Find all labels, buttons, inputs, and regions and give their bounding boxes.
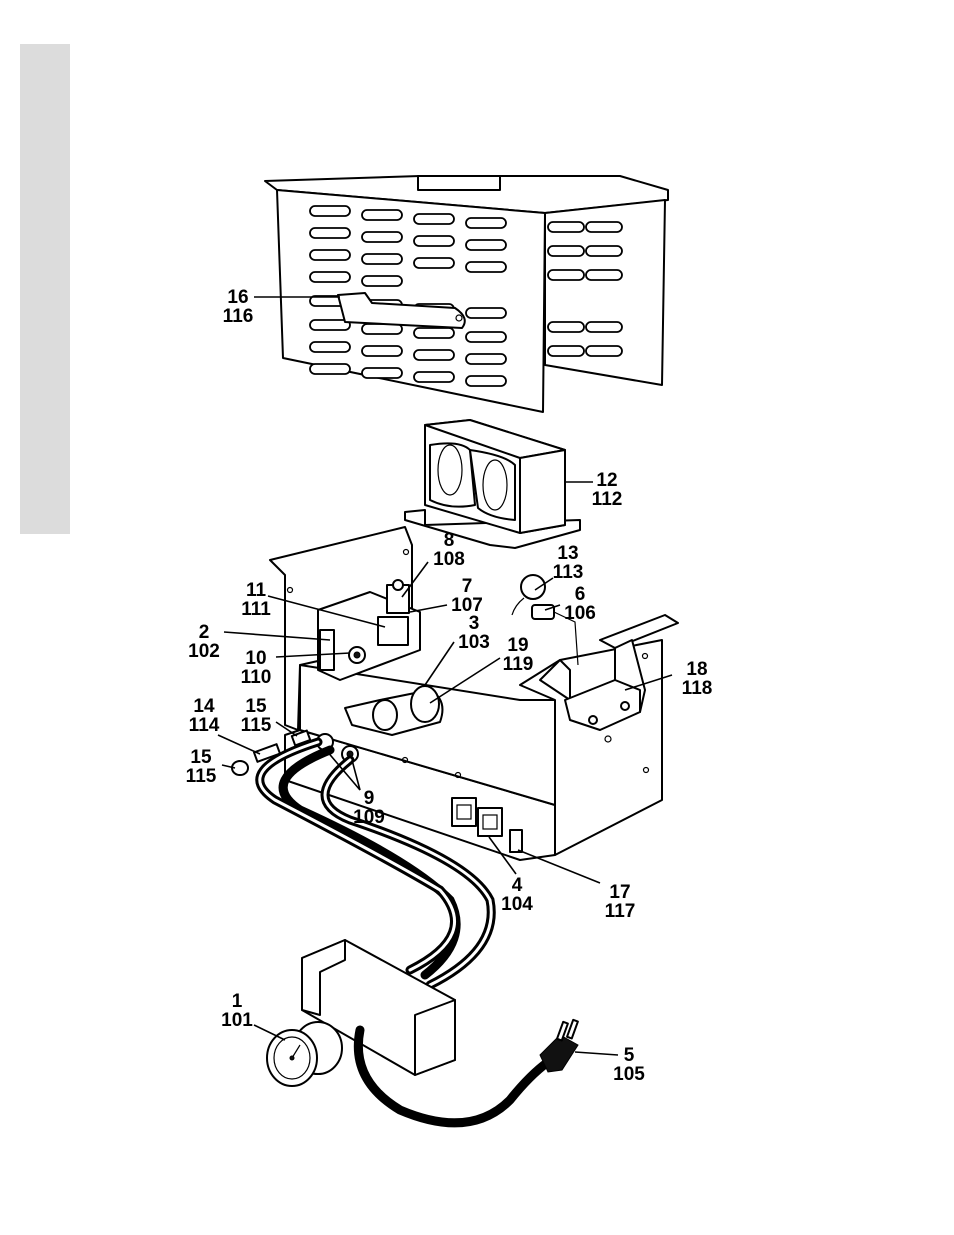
vent-slot [548,270,584,280]
vent-slot [466,332,506,342]
vent-slot [414,236,454,246]
meter-housing [302,940,548,1123]
vent-slot [586,270,622,280]
vent-slot [414,350,454,360]
ammeter-gauge [267,1022,342,1086]
vent-slot [362,232,402,242]
vent-slot [466,308,506,318]
vent-slot [414,258,454,268]
vent-slot [548,246,584,256]
vent-slot [466,354,506,364]
vent-slot [548,346,584,356]
vent-slot [414,214,454,224]
vent-slot [466,240,506,250]
vent-slot [586,346,622,356]
power-plug [540,1020,578,1072]
vent-slot [466,262,506,272]
vent-slot [414,372,454,382]
vent-slot [362,276,402,286]
relay [387,580,409,613]
vent-slot [586,322,622,332]
vented-cover [265,176,668,412]
vent-slot [362,346,402,356]
vent-slot [362,254,402,264]
vent-slot [362,210,402,220]
vent-slot [548,322,584,332]
vent-slot [310,364,350,374]
vent-slot [310,250,350,260]
vent-slot [548,222,584,232]
transformer [405,420,580,548]
vent-slot [310,342,350,352]
vent-slot [310,206,350,216]
vent-slot [466,376,506,386]
vent-slot [586,222,622,232]
vent-slot [466,218,506,228]
vent-slot [414,328,454,338]
vent-slot [310,272,350,282]
vent-slot [310,228,350,238]
vent-slot [362,368,402,378]
vent-slot [586,246,622,256]
